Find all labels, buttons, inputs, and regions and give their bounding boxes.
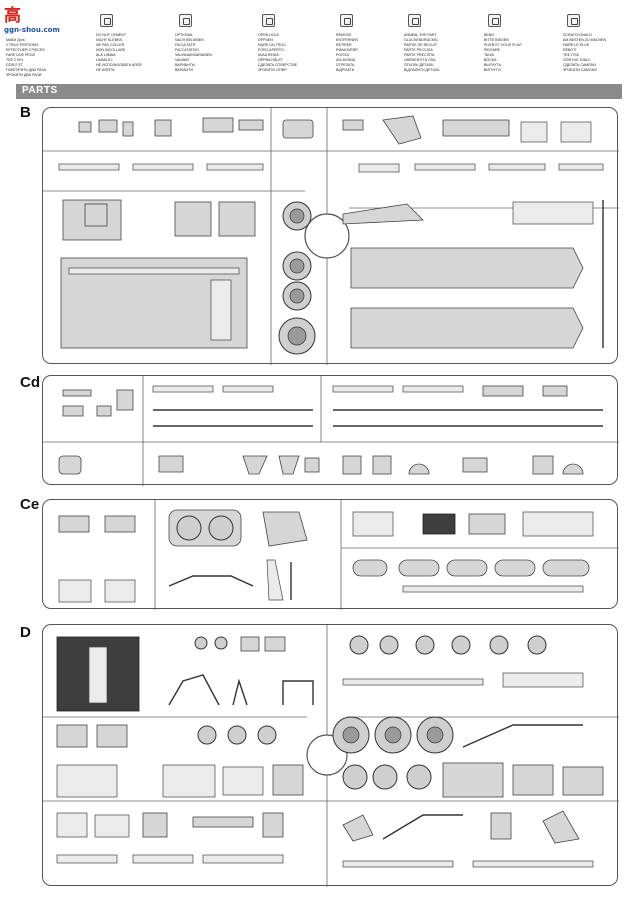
- legend-line: TEE ITSE: [563, 53, 579, 57]
- sprue-d: [42, 624, 619, 887]
- legend-line: TEE 2 KPL: [6, 58, 24, 62]
- legend-line: FAIRE LE PLUS: [563, 43, 590, 47]
- legend-line: ЗРОБИТИ САМОМУ: [563, 68, 597, 72]
- sprue-label-cd: Cd: [20, 374, 40, 391]
- logo-url: ggn-shou.com: [4, 26, 60, 34]
- legend-line: ЗРОБИТИ ОТВІР: [258, 68, 287, 72]
- sprue-ce-parts: [58, 500, 619, 610]
- legend-open-hole: OPEN HOLE ÖFFNEN FAIRE UN TROU FORO APER…: [258, 14, 326, 73]
- scratch-build-icon: [567, 14, 580, 27]
- legend-line: ВАРИАНТЫ: [175, 63, 196, 67]
- legend-line: PARTIE DE RECUIT: [404, 43, 438, 47]
- legend-line: HÄRDENTITÄ OSA: [404, 58, 436, 62]
- sprue-label-b: B: [20, 104, 31, 121]
- legend-line: AVLÄGSNA: [336, 58, 356, 62]
- legend-line: AVAA REIKÄ: [258, 53, 279, 57]
- legend-line: VALBAR: [175, 58, 189, 62]
- legend-line: НЕ КЛЕЇТИ: [96, 68, 115, 72]
- legend-line: OPTIONAL: [175, 33, 194, 37]
- legend-line: ВЫГНУТЬ: [484, 63, 501, 67]
- legend-line: МАКИ 2pcs: [6, 38, 25, 42]
- legend-anneal: ANNEAL THE PART GLÜCKENDRÜCKEL PARTIE DE…: [404, 14, 472, 73]
- legend-line: СДЕЛАТЬ САМОМУ: [563, 63, 597, 67]
- legend-line: ОТКОЛЬ ДЕТАЛЬ: [404, 63, 434, 67]
- sprue-b: [42, 107, 619, 365]
- legend-line: RIMUOVERE: [336, 48, 358, 52]
- sprue-cd-parts: [43, 376, 619, 486]
- legend-do-not-cement: DO NOT CEMENT NICHT KLEBEN NE PAS COLLER…: [96, 14, 164, 73]
- legend-make-two: МАКИ 2pcs 2 TEILE FERTIGEN EFFECTUER 2 P…: [6, 38, 76, 78]
- legend-line: GÖR 2 ST: [6, 63, 23, 67]
- legend-line: FACOLTATIVO: [175, 48, 199, 52]
- legend-line: BEND: [484, 33, 494, 37]
- legend-line: GLÜCKENDRÜCKEL: [404, 38, 439, 42]
- legend-line: GÖR DIG SJÄLV: [563, 58, 591, 62]
- legend-line: BÖCKA: [484, 58, 497, 62]
- legend-line: PARTE PRECISTA: [404, 53, 435, 57]
- site-logo: 高 ggn-shou.com: [4, 6, 68, 36]
- legend-line: REMOVE: [336, 33, 352, 37]
- legend-scratch-build: SCRATCH-BUILD AM BESTEN ZU MACHEN FAIRE …: [563, 14, 631, 73]
- do-not-cement-icon: [100, 14, 113, 27]
- legend-line: ВІДРІЗАТИ: [336, 68, 355, 72]
- section-title: PARTS: [22, 85, 58, 96]
- legend-line: NACH BELIEBEN: [175, 38, 204, 42]
- legend-line: PARTE PECCIGA: [404, 48, 433, 52]
- logo-glyph: 高: [4, 6, 22, 26]
- legend-line: ВІДПАЛИТИ ДЕТАЛЬ: [404, 68, 440, 72]
- sprue-d-parts: [43, 625, 619, 887]
- legend-line: СДЕЛАТЬ ОТВЕРСТИЕ: [258, 63, 298, 67]
- legend-line: НЕ ИСПОЛЬЗОВАТЬ КЛЕЙ: [96, 63, 142, 67]
- sprue-b-parts: [43, 108, 619, 365]
- legend-line: TAIVA: [484, 53, 494, 57]
- bend-icon: [488, 14, 501, 27]
- legend-line: ОТРЕЗАТЬ: [336, 63, 355, 67]
- open-hole-icon: [262, 14, 275, 27]
- legend-line: PIEGARE: [484, 48, 500, 52]
- sprue-ce: [42, 499, 619, 610]
- legend-line: RETIRER: [336, 43, 352, 47]
- legend-line: ВИГНУТИ: [484, 68, 501, 72]
- parts-section-header: PARTS: [16, 84, 622, 99]
- sprue-cd: [42, 375, 619, 486]
- legend-line: PLIER ET VOUS PLAIT: [484, 43, 523, 47]
- legend-line: DO NOT CEMENT: [96, 33, 127, 37]
- legend-line: ÖPPNA HÅLET: [258, 58, 283, 62]
- legend-line: LIMMA EJ: [96, 58, 113, 62]
- optional-icon: [179, 14, 192, 27]
- legend-line: ENTFERNEN: [336, 38, 358, 42]
- legend-line: ANNEAL THE PART: [404, 33, 437, 37]
- legend-bend: BEND BITTE BIEGEN PLIER ET VOUS PLAIT PI…: [484, 14, 552, 73]
- legend-remove: REMOVE ENTFERNEN RETIRER RIMUOVERE POIST…: [336, 14, 404, 73]
- remove-icon: [340, 14, 353, 27]
- legend-line: ÖFFNEN: [258, 38, 273, 42]
- legend-line: BITTE BIEGEN: [484, 38, 509, 42]
- legend-optional: OPTIONAL NACH BELIEBEN FACULTATIF FACOLT…: [175, 14, 243, 73]
- legend-line: FAIRE UN TROU: [258, 43, 286, 47]
- legend-line: VALINNAINVARAINEN: [175, 53, 212, 57]
- anneal-icon: [408, 14, 421, 27]
- legend-line: FARE DUE PEZZI: [6, 53, 36, 57]
- legend-line: NE PAS COLLER: [96, 43, 125, 47]
- sprue-label-ce: Ce: [20, 496, 40, 513]
- legend-line: POISTA: [336, 53, 349, 57]
- legend-line: NICHT KLEBEN: [96, 38, 123, 42]
- legend-line: REBOTI: [563, 48, 577, 52]
- legend-line: SCRATCH-BUILD: [563, 33, 592, 37]
- legend-line: EFFECTUER 2 PIECES: [6, 48, 45, 52]
- legend-line: 2 TEILE FERTIGEN: [6, 43, 39, 47]
- legend-line: FORO APERTO: [258, 48, 284, 52]
- legend-line: ЗРОБИТИ ДВА РАЗИ: [6, 73, 42, 77]
- legend-line: NON INCOLLARE: [96, 48, 126, 52]
- legend-line: ÄLÄ LIIMAA: [96, 53, 116, 57]
- legend-line: ВАРІАНТИ: [175, 68, 193, 72]
- legend-line: AM BESTEN ZU MACHEN: [563, 38, 607, 42]
- sprue-label-d: D: [20, 624, 31, 641]
- legend-line: OPEN HOLE: [258, 33, 279, 37]
- legend-line: FACULTATIF: [175, 43, 196, 47]
- legend-line: ПОВТОРИТЬ ДВА РАЗА: [6, 68, 47, 72]
